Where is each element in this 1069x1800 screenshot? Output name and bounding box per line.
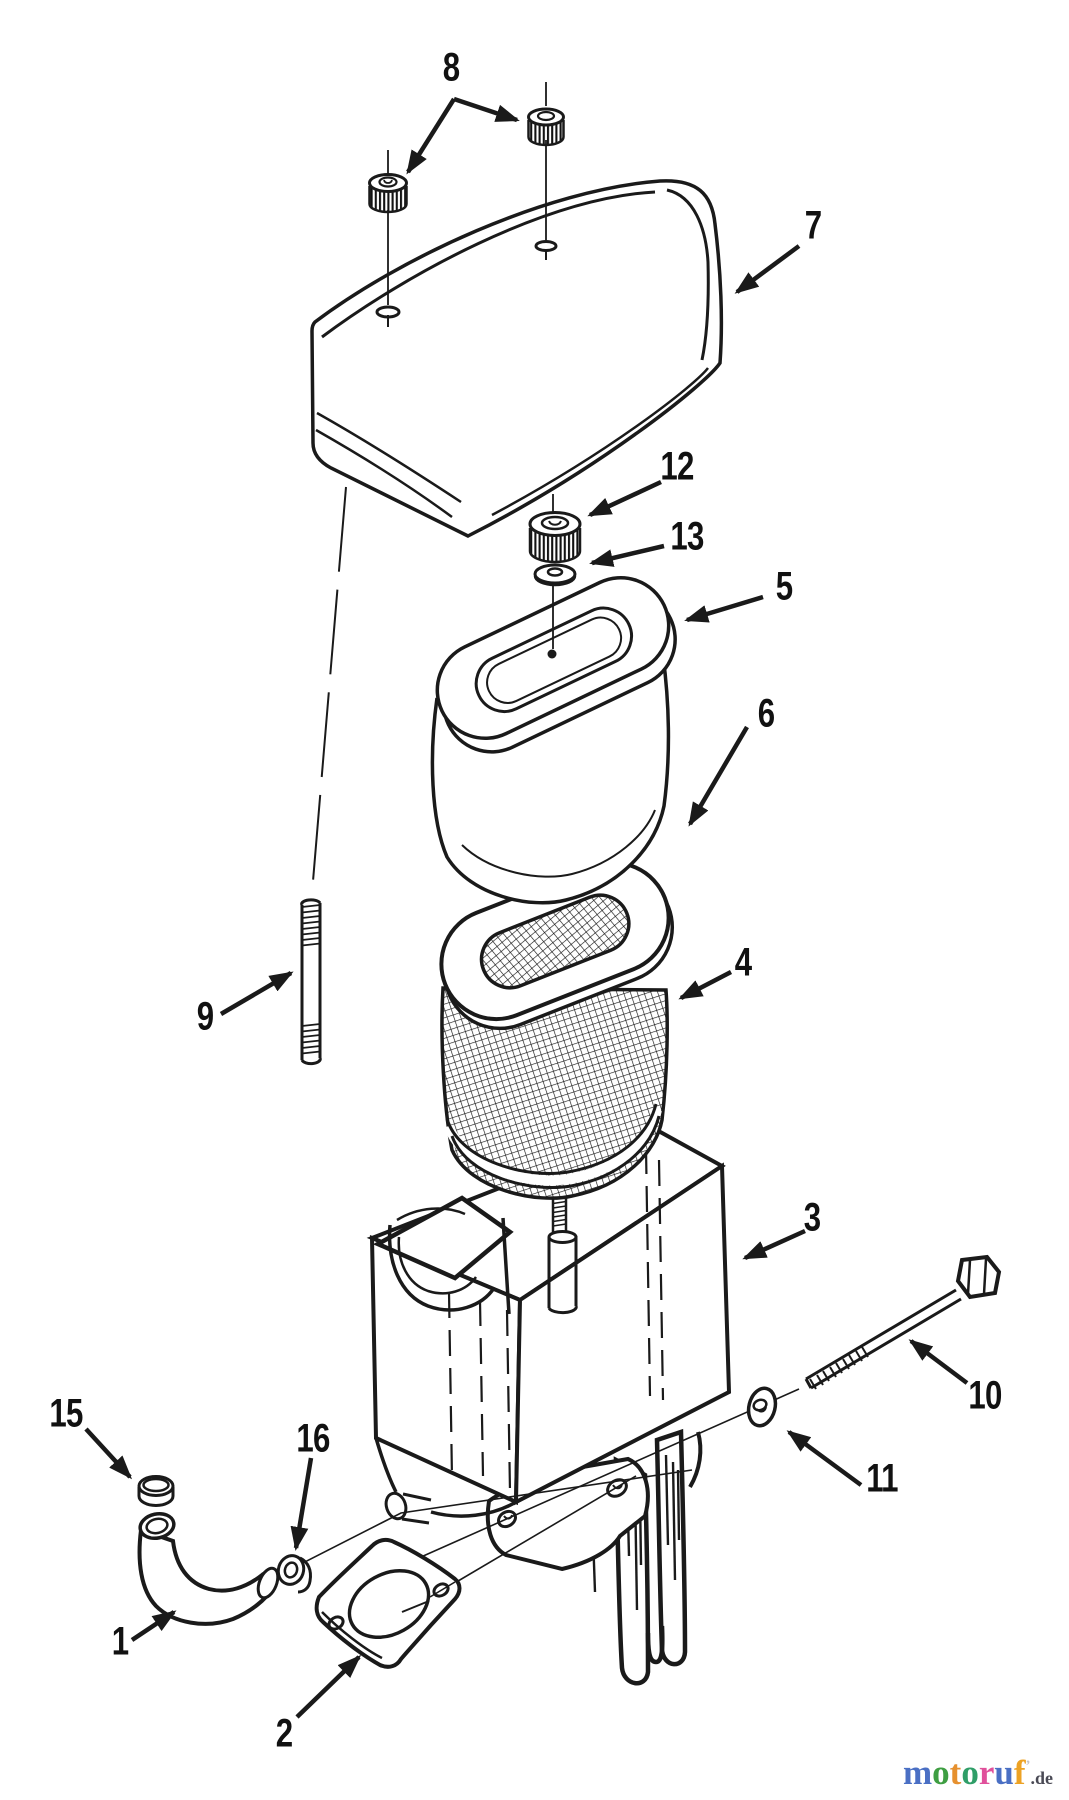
arrow-11 [786, 1430, 863, 1487]
arrow-3 [742, 1228, 806, 1261]
foam-outline [430, 655, 671, 905]
mesh-top-ring [439, 860, 675, 1031]
part-8-knurled-nut-right [527, 82, 565, 147]
motoruf-watermark: motoruf’.de [903, 1753, 1053, 1793]
arrow-1 [130, 1610, 177, 1642]
arrow-5 [684, 594, 764, 623]
base-scoop-inner [397, 1236, 478, 1295]
cover-panel-line [316, 411, 462, 504]
hose-end-opening [256, 1566, 280, 1600]
base-front-right-face [513, 1162, 732, 1506]
mesh-bottom-rim [445, 1103, 658, 1175]
part-2-flange-gasket [314, 1537, 462, 1669]
part-1-elbow-hose [137, 1511, 280, 1626]
gasket-axis-line [430, 1475, 637, 1598]
bolt-shaft [804, 1288, 962, 1390]
arrow-8-right [453, 96, 520, 123]
cover-top-bevel [321, 190, 656, 339]
foam-bottom-line [461, 809, 656, 878]
part-5-cover-plate [435, 575, 677, 754]
bracket-arm-edge [688, 1431, 703, 1489]
cover-right-bevel [666, 188, 710, 361]
arrow-9 [219, 971, 294, 1016]
watermark-letter: o [932, 1753, 950, 1792]
part-4-filter-element [439, 860, 675, 1200]
part-15-ring [137, 1475, 175, 1507]
watermark-tick: ’ [1025, 1758, 1031, 1774]
watermark-letter: r [978, 1753, 995, 1792]
plate-inner-oval [474, 606, 634, 713]
bracket-ear-hole [497, 1509, 517, 1529]
gasket-center-hole [347, 1569, 431, 1639]
arrow-7 [734, 244, 801, 294]
watermark-letter: f [1013, 1753, 1026, 1792]
part-11-washer [746, 1386, 778, 1428]
part-9-stud [300, 486, 347, 1066]
part-8-knurled-nut-left [368, 150, 408, 214]
watermark-letter: u [994, 1753, 1014, 1792]
part-7-air-cleaner-cover [310, 140, 724, 538]
gasket-outline [314, 1537, 462, 1669]
cover-lower-bevel [491, 367, 709, 517]
arrow-2 [295, 1654, 362, 1719]
stud-threads [301, 904, 321, 1055]
mesh-ring-opening [479, 893, 631, 990]
part-12-knurled-nut [528, 494, 582, 564]
watermark-suffix: .de [1030, 1768, 1053, 1788]
part-16-bushing [276, 1554, 312, 1594]
arrow-4 [678, 970, 733, 1000]
base-compartment-opening [372, 1195, 514, 1281]
base-scoop-outer [387, 1224, 496, 1312]
mesh-body [440, 986, 669, 1200]
plate-stud-hole [547, 649, 557, 659]
watermark-letter: m [903, 1753, 933, 1792]
part-10-hex-bolt [804, 1254, 1002, 1390]
stud-leader-dashed [311, 486, 347, 894]
arrow-8-left [406, 97, 456, 175]
hose-top-opening [138, 1511, 176, 1541]
leader-arrows [84, 96, 969, 1719]
watermark-letter: t [949, 1753, 962, 1792]
arrow-10 [908, 1339, 969, 1385]
arrow-12 [587, 479, 662, 518]
hose-body [137, 1527, 274, 1626]
base-bottom-edge [374, 1437, 517, 1518]
part-13-flat-washer [533, 563, 577, 587]
base-hidden-lines [447, 1147, 665, 1493]
arrow-6 [688, 725, 749, 827]
base-compartment-wall [501, 1217, 511, 1315]
arrow-15 [84, 1427, 133, 1480]
bolt-head [955, 1254, 1002, 1300]
base-scoop-lip [396, 1207, 466, 1222]
cover-body [310, 179, 724, 538]
watermark-letter: o [961, 1753, 979, 1792]
arrow-13 [589, 543, 665, 567]
arrow-16 [290, 1457, 314, 1551]
bolt-threads [809, 1346, 869, 1390]
bolt-axis-line [420, 1388, 800, 1558]
gasket-bolt-hole [327, 1615, 345, 1631]
bracket-fork-notch [645, 1625, 665, 1665]
